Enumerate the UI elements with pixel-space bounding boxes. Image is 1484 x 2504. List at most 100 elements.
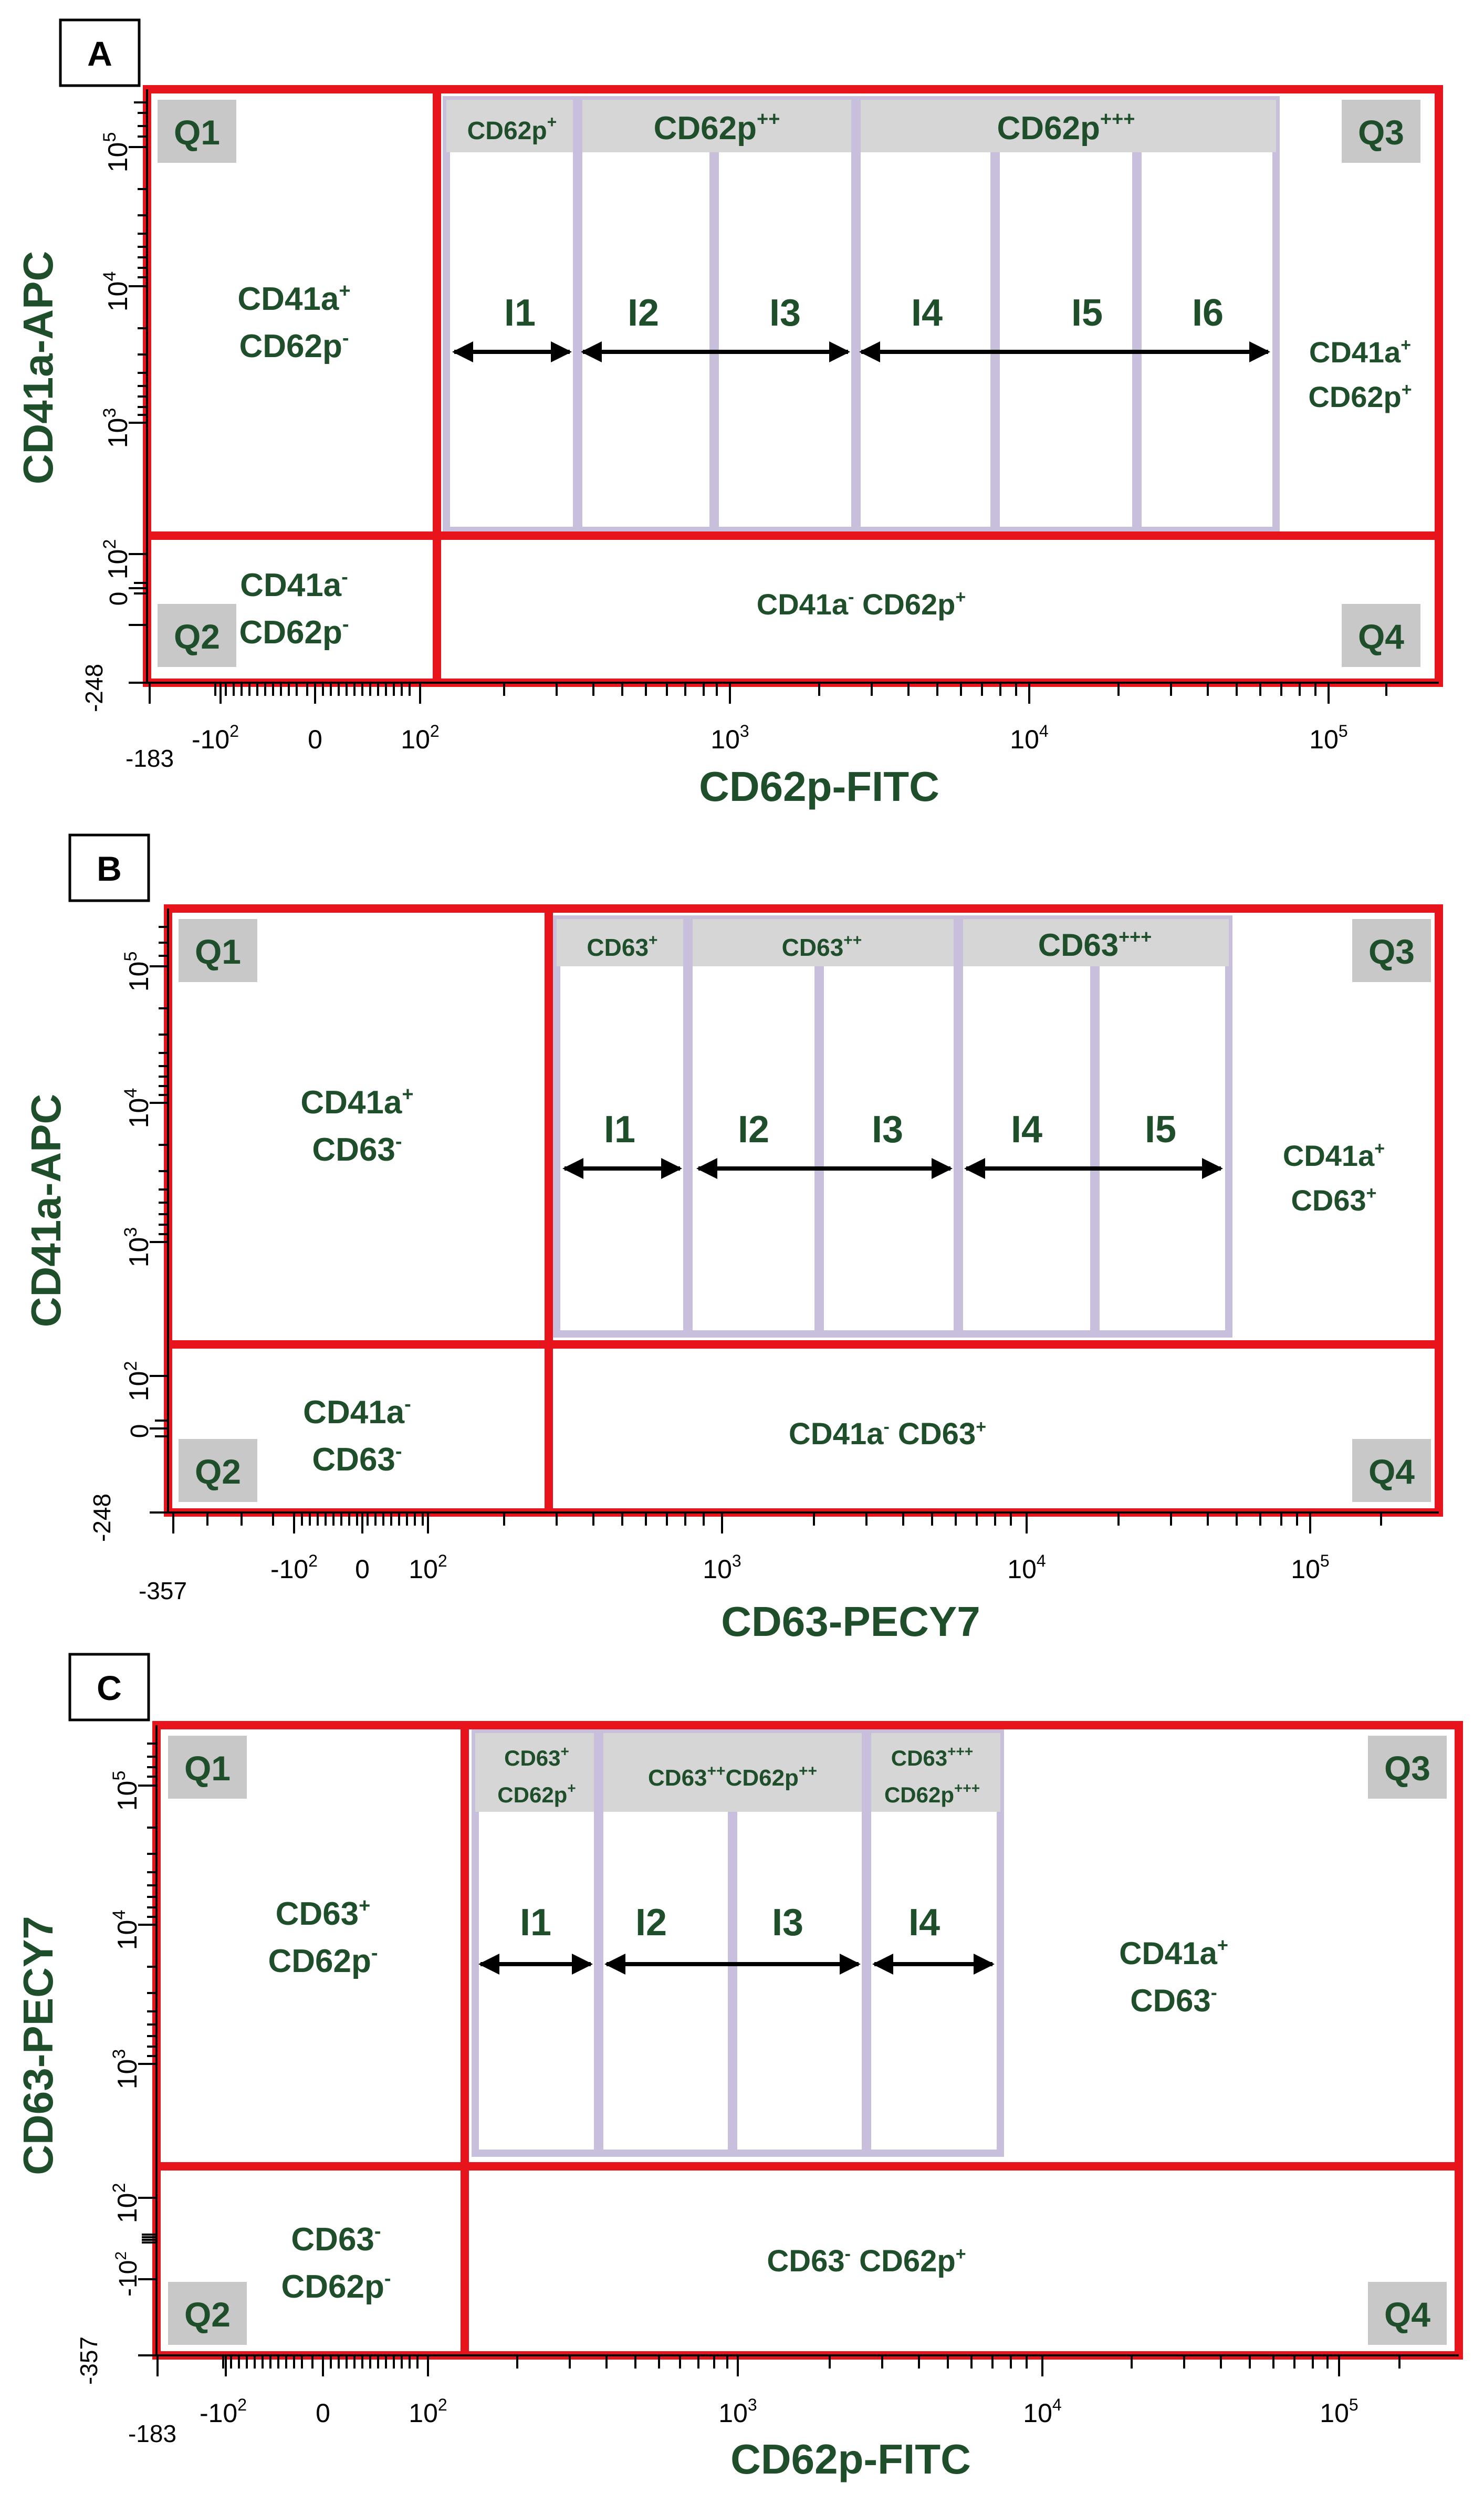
quadrant-label: Q1	[174, 113, 220, 152]
interval-label: I3	[772, 1902, 803, 1944]
q3-text-line2: CD63+	[1291, 1183, 1376, 1217]
interval-region	[553, 915, 1232, 1338]
x-tick-label: 104	[1023, 2395, 1061, 2428]
quadrant-badge-q3	[1352, 919, 1431, 982]
header-group-3-line2: CD62p+++	[884, 1780, 980, 1807]
quadrant-label: Q4	[1368, 1452, 1415, 1491]
q1-text-line1: CD41a+	[237, 280, 350, 317]
q4-text: CD41a- CD63+	[789, 1417, 986, 1451]
q3-text-line1: CD41a+	[1119, 1934, 1228, 1971]
interval-label: I4	[911, 292, 943, 334]
x-tick-label: -183	[128, 2420, 176, 2447]
q1-text-line2: CD63-	[312, 1131, 402, 1168]
panel-b: B CD41a-APC CD63+ CD63++ CD63+++ I1 I2 I…	[23, 833, 1443, 1645]
q2-text-line2: CD63-	[312, 1441, 402, 1478]
interval-label: I3	[872, 1109, 903, 1151]
x-tick-label: 0	[316, 2398, 330, 2428]
quadrant-label: Q1	[195, 932, 241, 971]
y-tick-label: 103	[100, 408, 133, 448]
y-tick-label: 103	[121, 1227, 154, 1268]
x-tick-label: 102	[409, 1551, 447, 1584]
quadrant-label: Q2	[174, 617, 220, 656]
y-tick-label: 0	[105, 592, 133, 606]
header-group-2: CD63++CD62p++	[648, 1762, 817, 1791]
x-axis	[147, 682, 1439, 704]
interval-label: I1	[604, 1109, 635, 1151]
q2-text-line1: CD41a-	[303, 1393, 411, 1431]
q1-text-line1: CD41a+	[300, 1083, 413, 1121]
x-tick-label: 105	[1320, 2395, 1358, 2428]
panel-letter: B	[97, 849, 122, 888]
x-tick-label: 105	[1291, 1551, 1329, 1584]
x-axis	[156, 2354, 1459, 2376]
quadrant-badge-q4	[1368, 2282, 1447, 2345]
y-tick-label: 104	[109, 1910, 143, 1950]
interval-label: I6	[1192, 292, 1224, 334]
interval-label: I2	[738, 1109, 769, 1151]
quadrant-label: Q4	[1384, 2295, 1430, 2334]
interval-label: I2	[628, 292, 659, 334]
header-group-1-line2: CD62p+	[497, 1780, 576, 1807]
x-tick-label: 0	[308, 725, 322, 754]
quadrant-badge-q2	[168, 2282, 247, 2345]
x-axis-label: CD62p-FITC	[699, 763, 939, 810]
interval-label: I1	[504, 292, 536, 334]
y-tick-label: -248	[88, 1494, 116, 1542]
quadrant-label: Q3	[1384, 1749, 1430, 1788]
interval-label: I5	[1145, 1109, 1176, 1151]
q3-text-line2: CD63-	[1130, 1981, 1217, 2018]
y-tick-label: 104	[100, 272, 133, 312]
y-tick-label: 105	[109, 1771, 143, 1811]
interval-region	[472, 1729, 1004, 2157]
quadrant-badge-q1	[158, 100, 236, 163]
panel-letter-box	[59, 18, 141, 87]
x-axis	[168, 1511, 1439, 1533]
quadrant-label: Q4	[1358, 617, 1404, 656]
y-tick-label: -102	[112, 2251, 142, 2297]
quadrant-badge-q3	[1342, 100, 1420, 163]
q1-text-line2: CD62p-	[239, 327, 349, 364]
y-tick-label: -357	[75, 2336, 102, 2385]
panel-a: A CD41a-APC CD62p+ CD62p++ CD62p+++ I1 I…	[15, 18, 1443, 810]
y-tick-label: 103	[109, 2049, 143, 2090]
x-tick-label: -357	[139, 1577, 187, 1604]
y-axis-label: CD41a-APC	[15, 251, 61, 485]
y-axis	[150, 909, 169, 1514]
header-group-1-line1: CD63+	[504, 1743, 569, 1770]
interval-label: I3	[769, 292, 801, 334]
interval-label: I4	[908, 1902, 940, 1944]
q2-text-line2: CD62p-	[239, 613, 349, 651]
header-group-3: CD63+++	[1038, 926, 1152, 963]
y-axis-label: CD41a-APC	[23, 1094, 69, 1328]
y-tick-label: 105	[100, 132, 133, 173]
y-tick-label: 105	[121, 952, 154, 992]
interval-label: I1	[520, 1902, 551, 1944]
x-tick-label: 103	[710, 722, 749, 754]
quadrant-label: Q2	[195, 1452, 241, 1491]
interval-label: I2	[635, 1902, 667, 1944]
quadrant-label: Q1	[184, 1749, 231, 1788]
x-tick-label: 104	[1007, 1551, 1046, 1584]
x-tick-label: 102	[401, 722, 439, 754]
panel-letter-box	[68, 1653, 150, 1722]
y-tick-label: 0	[126, 1424, 154, 1438]
y-tick-label: 102	[121, 1361, 154, 1402]
x-tick-label: -102	[200, 2395, 247, 2428]
y-tick-label: 102	[100, 539, 133, 580]
panel-c: C CD63-PECY7 CD63+ CD62p+ CD63++CD62p++ …	[15, 1653, 1463, 2482]
quadrant-label: Q2	[184, 2295, 231, 2334]
q4-text: CD63- CD62p+	[767, 2244, 966, 2278]
panel-letter: C	[97, 1668, 122, 1707]
x-tick-label: 102	[409, 2395, 447, 2428]
quadrant-badge-q2	[158, 604, 236, 667]
y-tick-label: 104	[121, 1088, 154, 1129]
quadrant-badge-q1	[179, 919, 257, 982]
x-tick-label: 104	[1010, 722, 1048, 754]
q1-text-line2: CD62p-	[268, 1942, 378, 1979]
header-group-1: CD62p+	[467, 112, 557, 145]
x-tick-label: 103	[703, 1551, 741, 1584]
y-tick-label: -248	[80, 664, 108, 712]
quadrant-label: Q3	[1358, 113, 1404, 152]
q2-text-line1: CD41a-	[240, 566, 348, 603]
